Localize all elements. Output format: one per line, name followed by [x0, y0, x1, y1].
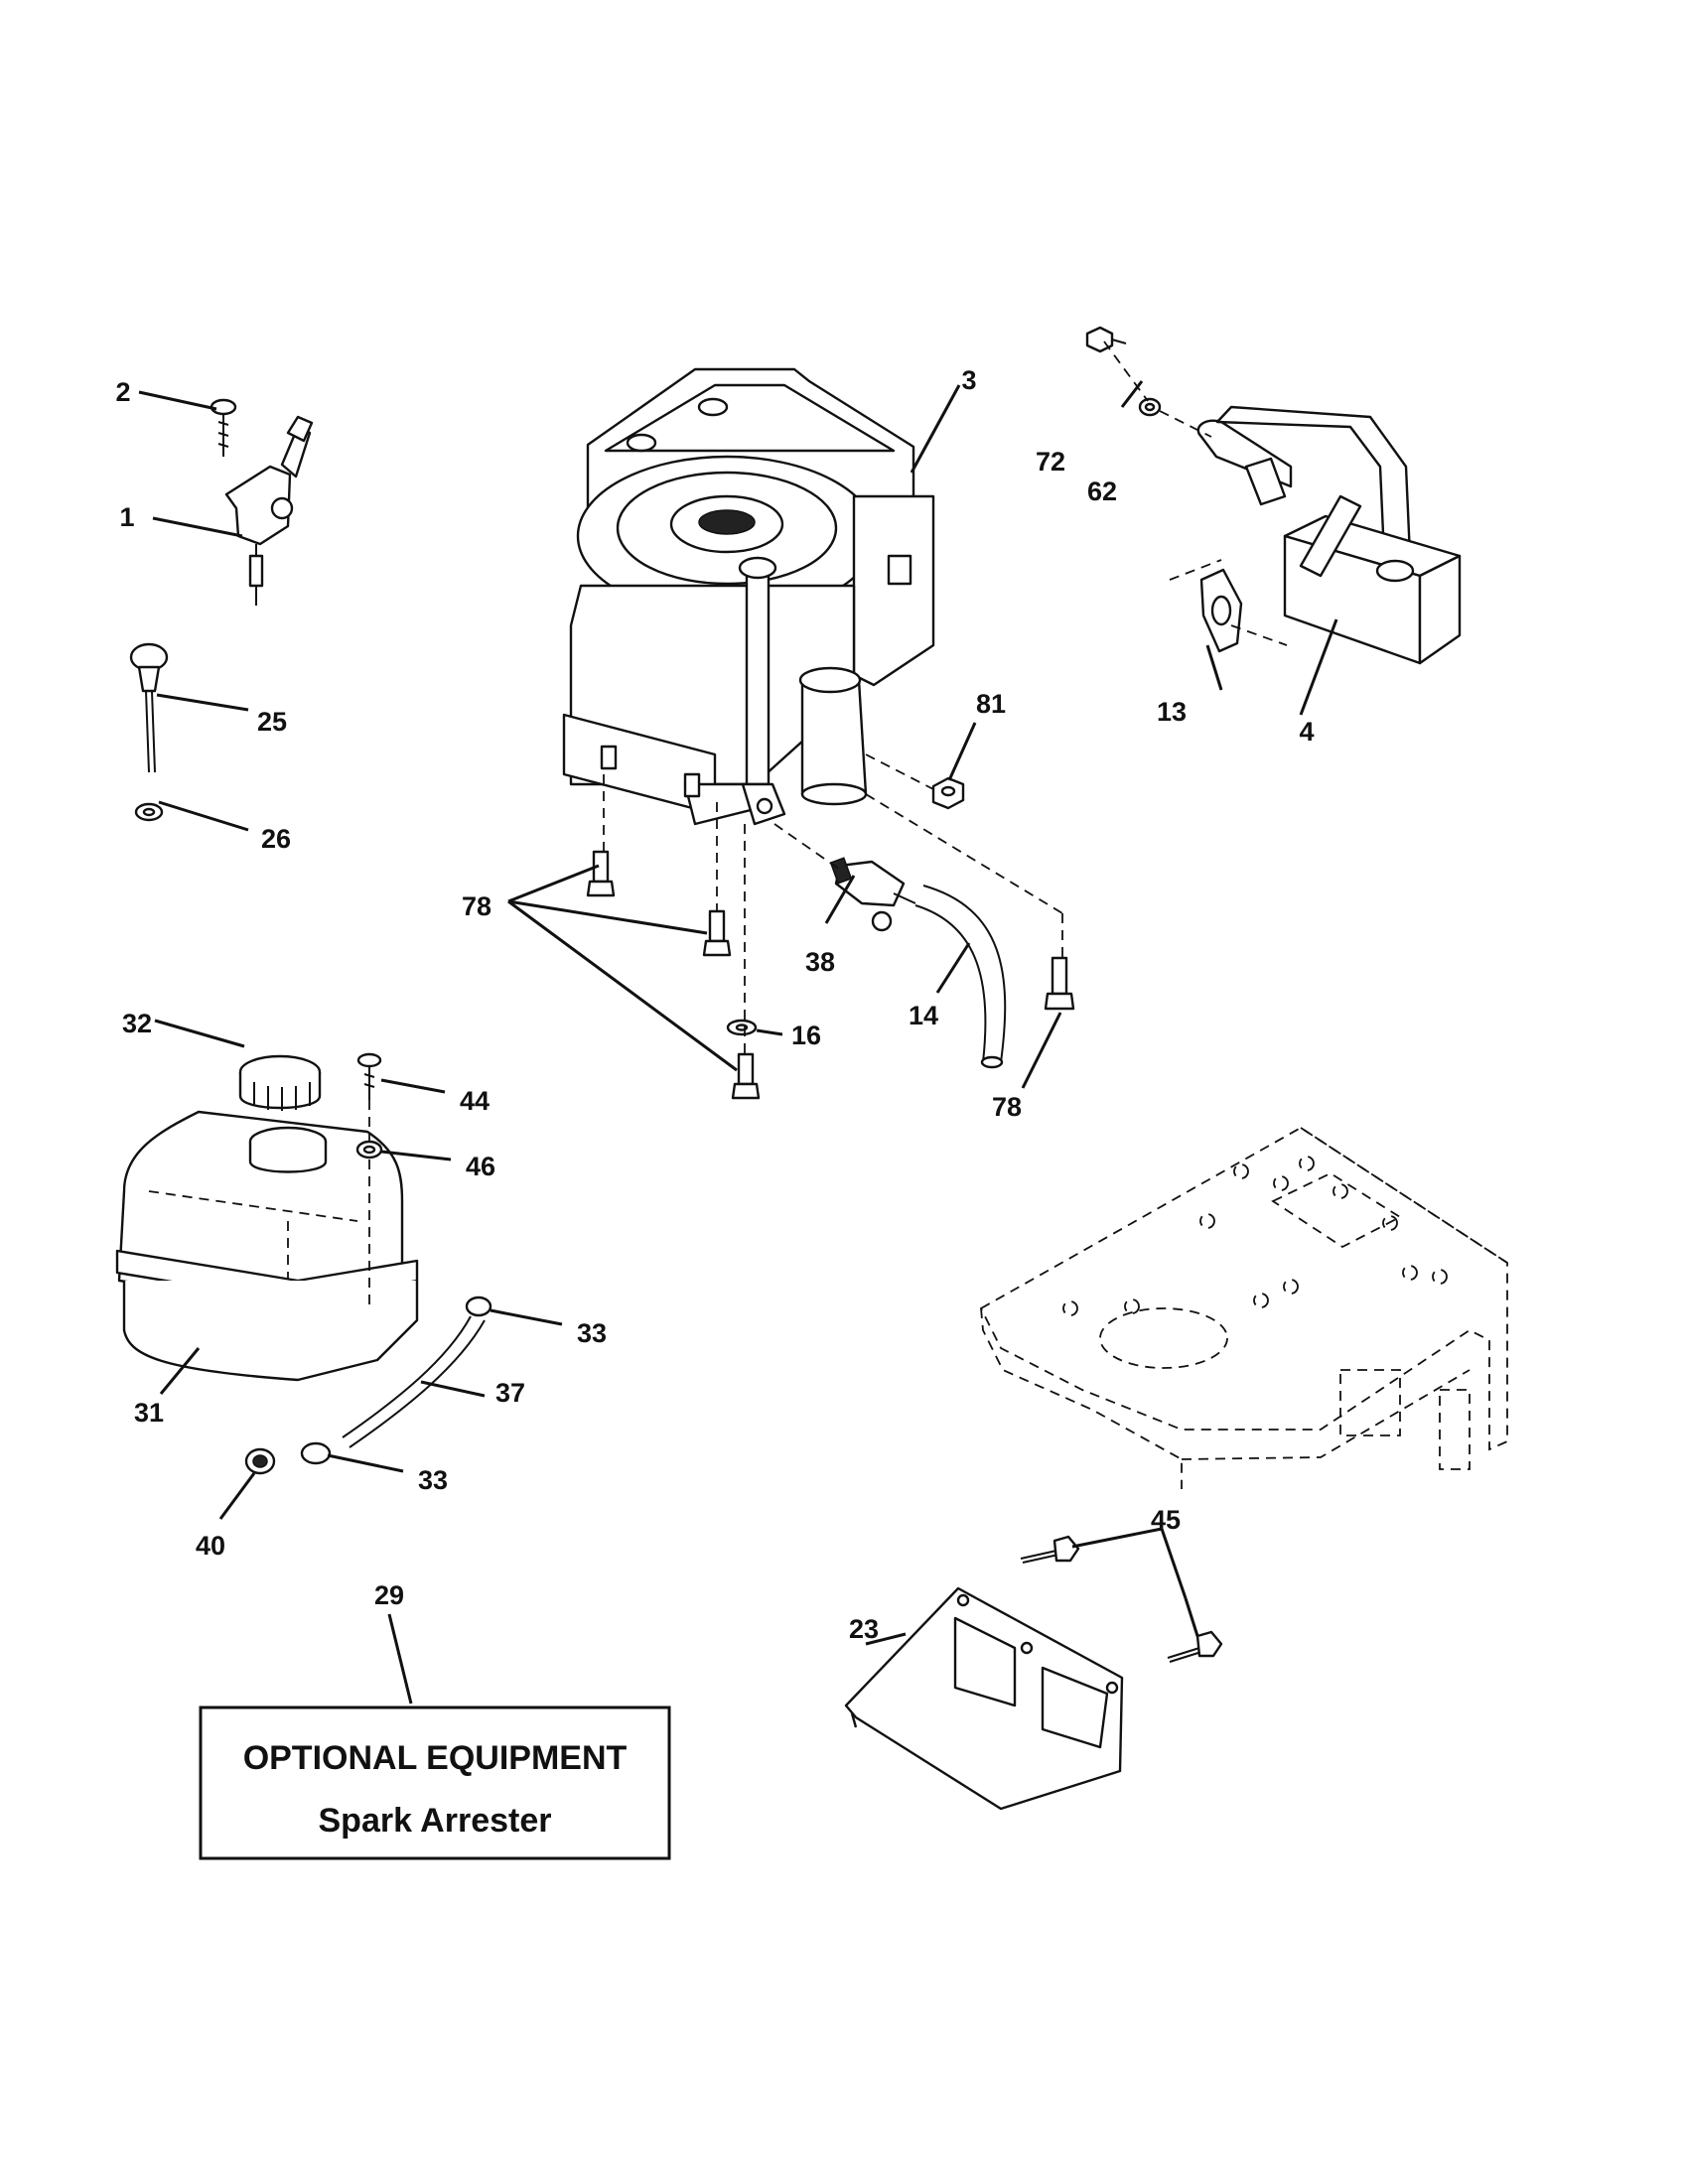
washer-part-16: [726, 1019, 758, 1036]
optional-equipment-title: OPTIONAL EQUIPMENT: [243, 1739, 628, 1777]
valve-part-38: [829, 857, 916, 932]
engine-part-3: [562, 367, 935, 826]
callout-33a: 33: [577, 1318, 607, 1348]
callout-40: 40: [196, 1531, 225, 1561]
callout-4: 4: [1299, 717, 1314, 747]
callout-46: 46: [466, 1152, 495, 1181]
callout-38: 38: [805, 947, 835, 977]
clamp-part-33-lower: [300, 1441, 332, 1465]
screw-part-72: [1085, 326, 1127, 353]
washer-part-46: [355, 1140, 383, 1160]
gasket-part-13: [1199, 568, 1243, 653]
bolts-part-78: [586, 850, 1075, 1100]
callout-1: 1: [119, 502, 134, 532]
nut-part-81: [931, 776, 965, 810]
leader-lines: [138, 380, 1338, 1705]
optional-equipment-box: OPTIONAL EQUIPMENT Spark Arrester: [199, 1706, 671, 1860]
throttle-control-assembly: [224, 415, 314, 606]
hose-part-14: [914, 885, 1007, 1069]
fuel-cap-part-32: [238, 1054, 322, 1111]
washer-part-62: [1138, 397, 1162, 417]
callout-81: 81: [976, 689, 1006, 719]
callout-32: 32: [122, 1009, 152, 1038]
callout-16: 16: [791, 1021, 821, 1050]
muffler-part-4: [1196, 405, 1462, 665]
callout-31: 31: [134, 1398, 164, 1428]
callout-72: 72: [1036, 447, 1065, 477]
chassis-frame-reference: [979, 1126, 1508, 1489]
heat-shield-part-23: [844, 1586, 1124, 1811]
fuel-line-part-37: [342, 1315, 486, 1448]
grommet-part-40: [244, 1447, 276, 1475]
assembly-lines: [368, 341, 1288, 1310]
knob-part-25: [129, 642, 169, 773]
clamp-part-33-upper: [465, 1296, 492, 1317]
screw-part-44: [356, 1052, 382, 1100]
callout-44: 44: [460, 1086, 490, 1116]
optional-equipment-subtitle: Spark Arrester: [319, 1802, 552, 1840]
callout-37: 37: [495, 1378, 525, 1408]
callout-78a: 78: [462, 891, 491, 921]
callout-3: 3: [961, 365, 976, 395]
callout-2: 2: [115, 377, 130, 407]
callout-14: 14: [909, 1001, 938, 1030]
callout-25: 25: [257, 707, 287, 737]
fuel-tank-part-31: [115, 1110, 419, 1382]
callout-78b: 78: [992, 1092, 1022, 1122]
callout-45: 45: [1151, 1505, 1181, 1535]
callout-33b: 33: [418, 1465, 448, 1495]
callout-62: 62: [1087, 477, 1117, 506]
callout-labels: 1 2 3 4 13 14 16 23 25 26 29 31 32 33 33…: [115, 365, 1314, 1644]
screw-part-2: [210, 398, 237, 457]
callout-29: 29: [374, 1580, 404, 1610]
callout-13: 13: [1157, 697, 1187, 727]
callout-26: 26: [261, 824, 291, 854]
callout-23: 23: [849, 1614, 879, 1644]
bolts-part-45: [1020, 1535, 1223, 1663]
washer-part-26: [134, 802, 164, 822]
